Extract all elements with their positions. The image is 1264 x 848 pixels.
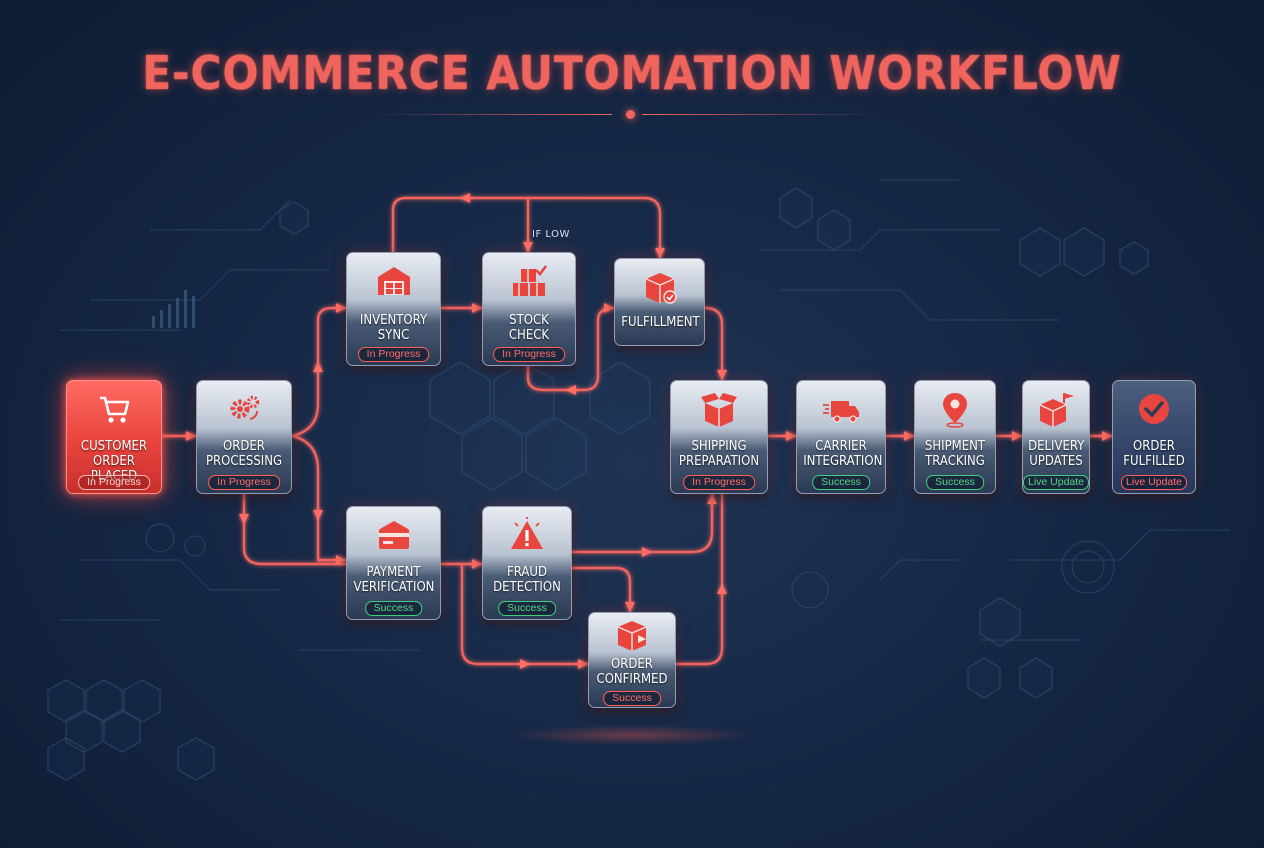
gears-icon xyxy=(197,389,291,429)
node-label-line-2: TRACKING xyxy=(925,454,985,469)
edge-fulfillment-to-shipping xyxy=(703,306,724,382)
package-check-icon xyxy=(615,267,704,307)
status-badge: Success xyxy=(364,601,423,616)
edge-processing-down-to-payment xyxy=(242,492,348,566)
open-box-icon xyxy=(671,389,767,429)
status-badge: Live Update xyxy=(1120,475,1188,490)
status-badge: Success xyxy=(926,475,984,490)
status-badge: Success xyxy=(603,691,661,706)
node-label-line-1: CUSTOMER xyxy=(80,439,148,454)
status-badge: In Progress xyxy=(683,475,755,490)
page-title: E-COMMERCE AUTOMATION WORKFLOW xyxy=(142,46,1122,100)
node-label-line-1: DELIVERY xyxy=(1028,439,1085,454)
background-hexagons xyxy=(47,187,1149,781)
boxes-check-icon xyxy=(483,261,575,301)
edge-payment-to-confirmed xyxy=(460,562,590,666)
box-flag-icon xyxy=(1023,389,1089,429)
node-label-line-1: CARRIER xyxy=(815,439,867,454)
title-divider xyxy=(372,110,892,119)
box-icon xyxy=(589,615,675,655)
edge-processing-to-inventory xyxy=(290,306,348,438)
node-label-line-1: ORDER xyxy=(1133,439,1175,454)
status-badge: In Progress xyxy=(493,347,565,362)
node-order-processing[interactable]: ORDER PROCESSING In Progress xyxy=(196,380,292,494)
edge-fraud-to-shipping xyxy=(570,492,714,554)
node-stock-check[interactable]: STOCK CHECK In Progress xyxy=(482,252,576,366)
node-label-line-2: PREPARATION xyxy=(678,454,760,469)
node-label-line-2: VERIFICATION xyxy=(353,580,435,595)
edge-confirmed-to-shipping xyxy=(674,492,724,666)
node-label-line-2: PROCESSING xyxy=(205,454,283,469)
node-delivery-updates[interactable]: DELIVERY UPDATES Live Update xyxy=(1022,380,1090,494)
background-circuitry xyxy=(60,179,1230,651)
node-carrier-integration[interactable]: CARRIER INTEGRATION Success xyxy=(796,380,886,494)
status-badge: Live Update xyxy=(1022,475,1090,490)
background-bars xyxy=(152,290,195,328)
node-order-confirmed[interactable]: ORDER CONFIRMED Success xyxy=(588,612,676,708)
branch-label: IF LOW xyxy=(532,229,570,240)
node-label-line-1: INVENTORY xyxy=(359,313,428,328)
status-badge: Success xyxy=(812,475,870,490)
node-fulfillment[interactable]: FULFILLMENT xyxy=(614,258,705,346)
edge-inventory-loop xyxy=(391,196,662,260)
status-badge: In Progress xyxy=(208,475,280,490)
node-label-line-2: DETECTION xyxy=(493,580,561,595)
warning-icon xyxy=(483,515,571,555)
node-payment-verification[interactable]: PAYMENT VERIFICATION Success xyxy=(346,506,441,620)
check-circle-icon xyxy=(1113,389,1195,429)
status-badge: Success xyxy=(498,601,556,616)
flow-arrowheads xyxy=(186,193,1112,669)
node-label-line-1: PAYMENT xyxy=(366,565,421,580)
node-label-line-1: STOCK CHECK xyxy=(508,313,550,343)
node-label-line-1: ORDER xyxy=(611,657,653,672)
shopping-cart-icon xyxy=(67,389,161,429)
node-label-line-1: SHIPPING xyxy=(691,439,747,454)
edge-processing-to-payment xyxy=(290,434,348,562)
node-label-line-1: FRAUD xyxy=(507,565,547,580)
flow-connectors xyxy=(160,196,1114,666)
node-customer-order-placed[interactable]: CUSTOMER ORDER PLACED In Progress xyxy=(66,380,162,494)
node-label-line-2: SYNC xyxy=(377,328,410,343)
node-inventory-sync[interactable]: INVENTORY SYNC In Progress xyxy=(346,252,441,366)
node-order-fulfilled[interactable]: ORDER FULFILLED Live Update xyxy=(1112,380,1196,494)
location-pin-icon xyxy=(915,389,995,429)
node-label-line-2: FULFILLED xyxy=(1123,454,1185,469)
warehouse-icon xyxy=(347,261,440,301)
node-shipping-preparation[interactable]: SHIPPING PREPARATION In Progress xyxy=(670,380,768,494)
node-label-line-1: ORDER xyxy=(223,439,265,454)
status-badge: In Progress xyxy=(357,347,430,362)
title-divider-line-right xyxy=(642,114,882,115)
title-divider-dot xyxy=(626,110,635,119)
truck-icon xyxy=(797,389,885,429)
title-divider-line-left xyxy=(372,114,612,115)
status-badge: In Progress xyxy=(78,475,150,490)
node-label-line-1: FULFILLMENT xyxy=(621,315,700,330)
credit-card-icon xyxy=(347,515,440,555)
node-label-line-2: INTEGRATION xyxy=(803,454,883,469)
node-label-line-1: SHIPMENT xyxy=(924,439,986,454)
node-fraud-detection[interactable]: FRAUD DETECTION Success xyxy=(482,506,572,620)
node-shipment-tracking[interactable]: SHIPMENT TRACKING Success xyxy=(914,380,996,494)
node-label-line-2: UPDATES xyxy=(1029,454,1083,469)
edge-fraud-to-confirmed xyxy=(570,566,632,614)
node-label-line-2: CONFIRMED xyxy=(596,672,668,687)
edge-stock-to-fulfillment xyxy=(526,306,616,392)
